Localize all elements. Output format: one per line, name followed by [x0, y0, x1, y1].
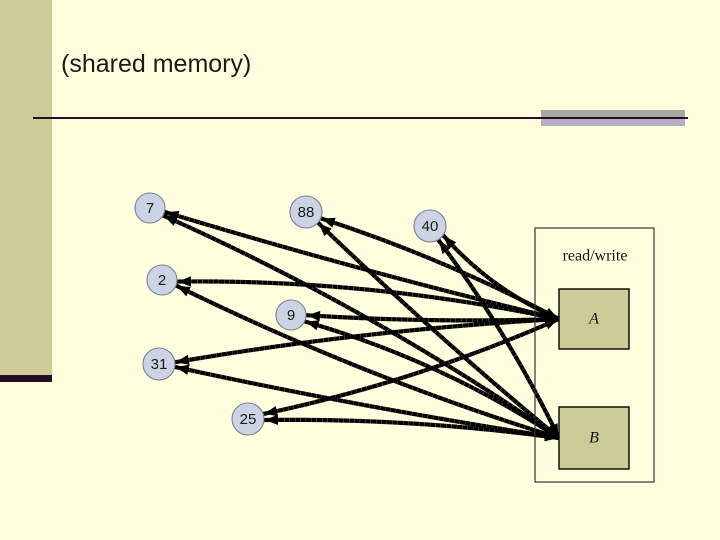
edge-b-n7 [161, 213, 562, 441]
edge-b-n9 [302, 319, 561, 441]
node-88[interactable] [289, 195, 323, 229]
edge-a-n40 [440, 232, 561, 322]
slide-title: (shared memory) [61, 50, 252, 78]
arrowhead-to-n88 [321, 217, 336, 228]
node-2[interactable] [146, 264, 178, 296]
sidebar-footer-bar [0, 375, 52, 382]
arrowhead-to-n2 [176, 285, 191, 297]
node-7[interactable] [134, 192, 166, 224]
node-label-9: 9 [287, 307, 295, 324]
read-write-label: read/write [563, 248, 628, 265]
edge-b-n2 [174, 283, 561, 441]
edge-a-n31 [173, 316, 561, 365]
arrowhead-to-b [548, 423, 559, 438]
arrowhead-to-n9 [305, 320, 320, 331]
arrowhead-to-b [544, 431, 559, 442]
node-40[interactable] [413, 209, 447, 243]
arrowhead-to-n40 [443, 235, 457, 250]
arrowhead-to-n2 [177, 276, 191, 287]
edge-b-n40 [435, 237, 562, 440]
memory-box-a[interactable] [558, 288, 630, 350]
edge-b-n88 [315, 220, 562, 441]
node-label-31: 31 [151, 356, 168, 373]
arrowheads-layer [163, 210, 559, 442]
node-31[interactable] [142, 347, 176, 381]
sidebar-accent-band [0, 0, 52, 375]
arrowhead-to-n88 [318, 223, 332, 237]
arrowhead-to-n31 [175, 364, 190, 375]
arrowhead-to-n25 [264, 414, 279, 426]
edge-a-n7 [162, 209, 561, 322]
title-rule-accent-lavender [541, 119, 685, 126]
memory-box-b[interactable] [558, 406, 630, 470]
arrowhead-to-n9 [306, 310, 321, 322]
node-label-88: 88 [298, 204, 315, 221]
node-9[interactable] [275, 299, 307, 331]
arrowhead-to-n40 [438, 240, 451, 255]
node-label-2: 2 [158, 272, 166, 289]
title-rule [33, 117, 688, 119]
node-label-7: 7 [146, 200, 154, 217]
node-label-25: 25 [240, 411, 257, 428]
memory-box-label: B [589, 430, 599, 447]
arrowhead-to-n25 [264, 406, 278, 417]
edge-a-n2 [175, 279, 561, 322]
arrowhead-to-a [544, 319, 559, 330]
edge-a-n25 [261, 316, 561, 417]
read-write-frame [534, 227, 655, 483]
title-rule-accent-gray [541, 110, 685, 117]
arrowhead-to-n7 [163, 215, 178, 226]
edges-layer [161, 209, 562, 441]
memory-box-label: A [588, 311, 599, 328]
node-label-40: 40 [422, 218, 439, 235]
arrowhead-to-n31 [175, 354, 190, 366]
edge-b-n25 [262, 417, 561, 441]
nodes-layer: 7 88 40 2 9 31 25 [134, 192, 447, 436]
node-25[interactable] [231, 402, 265, 436]
